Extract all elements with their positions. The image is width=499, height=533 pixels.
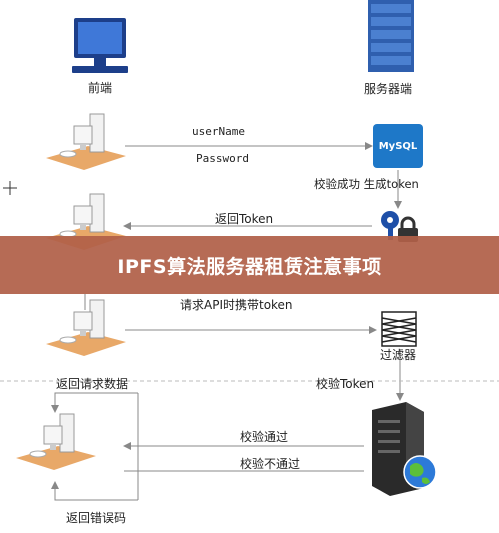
username-label: userName bbox=[192, 125, 245, 138]
filter-label: 过滤器 bbox=[380, 348, 417, 362]
return-token-label: 返回Token bbox=[215, 212, 274, 226]
request-api-label: 请求API时携带token bbox=[180, 298, 293, 312]
filter-icon bbox=[381, 311, 417, 347]
workstation-icon bbox=[46, 113, 126, 170]
arrow-return-error bbox=[51, 481, 138, 501]
server-label: 服务器端 bbox=[364, 82, 413, 96]
verify-fail-label: 校验不通过 bbox=[240, 457, 301, 471]
return-error-label: 返回错误码 bbox=[66, 511, 127, 525]
server-globe-icon bbox=[372, 402, 437, 496]
password-label: Password bbox=[196, 152, 249, 165]
title-banner: IPFS算法服务器租赁注意事项 bbox=[0, 236, 499, 294]
mysql-database-icon: MySQL bbox=[373, 124, 423, 168]
workstation-icon bbox=[46, 299, 126, 356]
verify-token-label: 校验Token bbox=[316, 377, 375, 391]
workstation-icon bbox=[16, 413, 96, 470]
return-data-label: 返回请求数据 bbox=[56, 377, 129, 391]
verify-success-label: 校验成功 生成token bbox=[314, 177, 419, 191]
mysql-label: MySQL bbox=[378, 140, 418, 152]
verify-pass-label: 校验通过 bbox=[240, 430, 289, 444]
frontend-label: 前端 bbox=[88, 81, 113, 95]
crosshair-icon bbox=[3, 181, 17, 195]
monitor-icon bbox=[72, 18, 128, 73]
server-rack-icon bbox=[368, 0, 414, 72]
arrow-loop-top bbox=[51, 392, 138, 413]
banner-title: IPFS算法服务器租赁注意事项 bbox=[117, 255, 382, 278]
